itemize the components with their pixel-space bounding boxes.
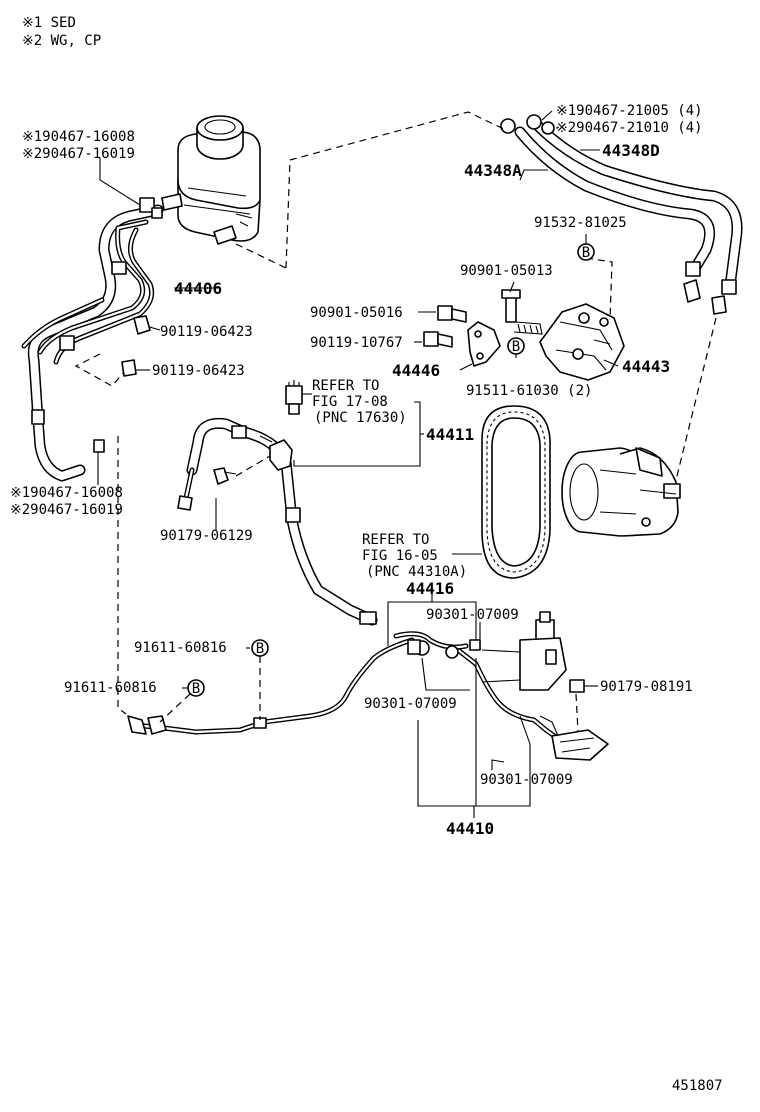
label-clip-90119-b: 90119-06423 xyxy=(152,363,245,379)
dashed-leader-nut-90179-08191 xyxy=(575,693,579,733)
label-hose-44416: 44416 xyxy=(406,579,454,598)
note-wagon-coupe: ※2 WG, CP xyxy=(22,33,101,49)
label-clamp-ml-2: ※290467-16019 xyxy=(10,502,123,518)
svg-text:B: B xyxy=(256,641,264,657)
dashed-leader-bolt-90179-06129 xyxy=(235,455,271,477)
label-ref2-line1: REFER TO xyxy=(362,532,429,548)
return-hose-44348a[interactable] xyxy=(514,126,715,303)
bracket-44446[interactable] xyxy=(467,321,501,367)
hose-clamp-upper-left[interactable] xyxy=(99,158,141,206)
label-bolt-90179-06129: 90179-06129 xyxy=(160,528,253,544)
label-bolt-90901-05016: 90901-05016 xyxy=(310,305,403,321)
return-tube-44410[interactable] xyxy=(127,637,563,743)
label-ref1-line1: REFER TO xyxy=(312,378,379,394)
label-clip-90119-a: 90119-06423 xyxy=(160,324,253,340)
callout-b-91511-61030: B xyxy=(507,337,525,355)
label-gasket-90301-b: 90301-07009 xyxy=(364,696,457,712)
steering-gear-housing[interactable] xyxy=(481,611,609,761)
label-bracket-44446: 44446 xyxy=(392,361,440,380)
bracket-44443[interactable] xyxy=(539,303,625,381)
bolt-90901-05013[interactable] xyxy=(501,289,543,335)
dashed-leader-return-pump xyxy=(675,317,717,481)
label-hose-44411: 44411 xyxy=(426,425,474,444)
label-nut-90179-08191: 90179-08191 xyxy=(600,679,693,695)
label-clamp-tl-1: ※190467-16008 xyxy=(22,129,135,145)
note-sedan: ※1 SED xyxy=(22,15,76,31)
return-hose-44348d[interactable] xyxy=(530,118,743,315)
dashed-leader-reservoir-outlet xyxy=(235,243,287,269)
label-clamp-tr-1: ※190467-21005 (4) xyxy=(556,103,703,119)
label-ref1-line3: (PNC 17630) xyxy=(314,410,407,426)
label-tube-44410: 44410 xyxy=(446,819,494,838)
nut-90179-08191[interactable] xyxy=(569,679,585,693)
label-bolt-90119-10767: 90119-10767 xyxy=(310,335,403,351)
clip-90119-06423-lower[interactable] xyxy=(121,359,137,377)
bolt-90179-06129[interactable] xyxy=(213,467,237,485)
label-ref2-line2: FIG 16-05 xyxy=(362,548,438,564)
union-bolt-assembly[interactable] xyxy=(393,631,469,659)
label-bolt-91611-a: 91611-60816 xyxy=(134,640,227,656)
clip-right-bracket[interactable] xyxy=(469,639,481,651)
callout-b-91611-60816-upper: B xyxy=(251,639,269,657)
leader-lines xyxy=(74,149,619,818)
figure-number: 451807 xyxy=(672,1078,723,1094)
label-bolt-91611-b: 91611-60816 xyxy=(64,680,157,696)
bolt-90119-10767[interactable] xyxy=(423,331,453,348)
dashed-leader-reservoir-return xyxy=(285,111,507,269)
hose-clamp-upper-right[interactable] xyxy=(500,110,558,135)
clip-90119-06423-upper[interactable] xyxy=(133,315,151,335)
label-gasket-90301-a: 90301-07009 xyxy=(426,607,519,623)
label-bolt-91532: 91532-81025 xyxy=(534,215,627,231)
v-belt[interactable] xyxy=(481,405,551,579)
callout-b-91611-60816-lower: B xyxy=(187,679,205,697)
pressure-tube-bundle-44406[interactable] xyxy=(21,197,164,482)
dashed-leader-bolt-91532 xyxy=(585,257,613,321)
label-hose-44348d: 44348D xyxy=(602,141,660,160)
pressure-switch[interactable] xyxy=(285,380,303,415)
label-ref2-line3: (PNC 44310A) xyxy=(366,564,467,580)
svg-text:B: B xyxy=(192,681,200,697)
label-hose-44348a: 44348A xyxy=(464,161,522,180)
label-bolt-90901-05013: 90901-05013 xyxy=(460,263,553,279)
label-bolt-91511: 91511-61030 (2) xyxy=(466,383,592,399)
svg-text:B: B xyxy=(582,245,590,261)
label-gasket-90301-c: 90301-07009 xyxy=(480,772,573,788)
label-pipe-44406: 44406 xyxy=(174,279,222,298)
pressure-hose-44411[interactable] xyxy=(177,417,378,626)
label-bracket-44443: 44443 xyxy=(622,357,670,376)
label-ref1-line2: FIG 17-08 xyxy=(312,394,388,410)
svg-text:B: B xyxy=(512,339,520,355)
label-clamp-tr-2: ※290467-21010 (4) xyxy=(556,120,703,136)
power-steering-pump[interactable] xyxy=(561,447,681,537)
label-clamp-ml-1: ※190467-16008 xyxy=(10,485,123,501)
hose-clamp-lower-left[interactable] xyxy=(93,439,105,485)
callout-b-91532-81025: B xyxy=(577,243,595,261)
label-clamp-tl-2: ※290467-16019 xyxy=(22,146,135,162)
reservoir-tank[interactable] xyxy=(161,115,261,245)
bolt-90901-05016[interactable] xyxy=(437,305,467,323)
